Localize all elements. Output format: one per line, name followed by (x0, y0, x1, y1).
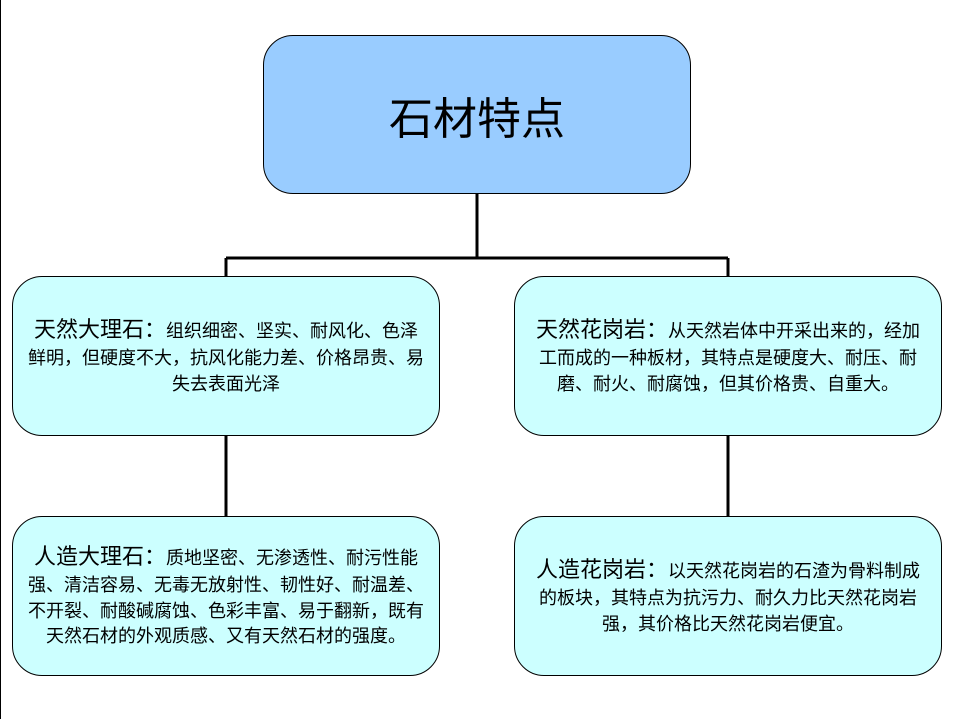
node-natural-granite: 天然花岗岩：从天然岩体中开采出来的，经加工而成的一种板材，其特点是硬度大、耐压、… (514, 276, 942, 436)
node-heading: 天然花岗岩： (535, 317, 668, 343)
node-heading: 人造花岗岩： (535, 557, 668, 583)
node-artificial-marble: 人造大理石：质地坚密、无渗透性、耐污性能强、清洁容易、无毒无放射性、韧性好、耐温… (12, 516, 440, 676)
left-edge-line (0, 0, 1, 719)
node-body: 从天然岩体中开采出来的，经加工而成的一种板材，其特点是硬度大、耐压、耐磨、耐火、… (539, 320, 920, 395)
node-text: 人造大理石：质地坚密、无渗透性、耐污性能强、清洁容易、无毒无放射性、韧性好、耐温… (27, 542, 425, 650)
node-text: 天然花岗岩：从天然岩体中开采出来的，经加工而成的一种板材，其特点是硬度大、耐压、… (529, 315, 927, 397)
node-text: 人造花岗岩：以天然花岗岩的石渣为骨料制成的板块，其特点为抗污力、耐久力比天然花岗… (529, 555, 927, 637)
node-text: 天然大理石：组织细密、坚实、耐风化、色泽鲜明，但硬度不大，抗风化能力差、价格昂贵… (27, 315, 425, 397)
diagram-title: 石材特点 (389, 93, 565, 145)
node-heading: 人造大理石： (33, 545, 166, 571)
node-heading: 天然大理石： (33, 317, 166, 343)
node-body: 组织细密、坚实、耐风化、色泽鲜明，但硬度不大，抗风化能力差、价格昂贵、易失去表面… (28, 320, 424, 395)
node-artificial-granite: 人造花岗岩：以天然花岗岩的石渣为骨料制成的板块，其特点为抗污力、耐久力比天然花岗… (514, 516, 942, 676)
node-body: 以天然花岗岩的石渣为骨料制成的板块，其特点为抗污力、耐久力比天然花岗岩强，其价格… (539, 560, 920, 635)
root-node: 石材特点 (263, 35, 691, 194)
node-body: 质地坚密、无渗透性、耐污性能强、清洁容易、无毒无放射性、韧性好、耐温差、不开裂、… (28, 548, 424, 648)
node-natural-marble: 天然大理石：组织细密、坚实、耐风化、色泽鲜明，但硬度不大，抗风化能力差、价格昂贵… (12, 276, 440, 436)
